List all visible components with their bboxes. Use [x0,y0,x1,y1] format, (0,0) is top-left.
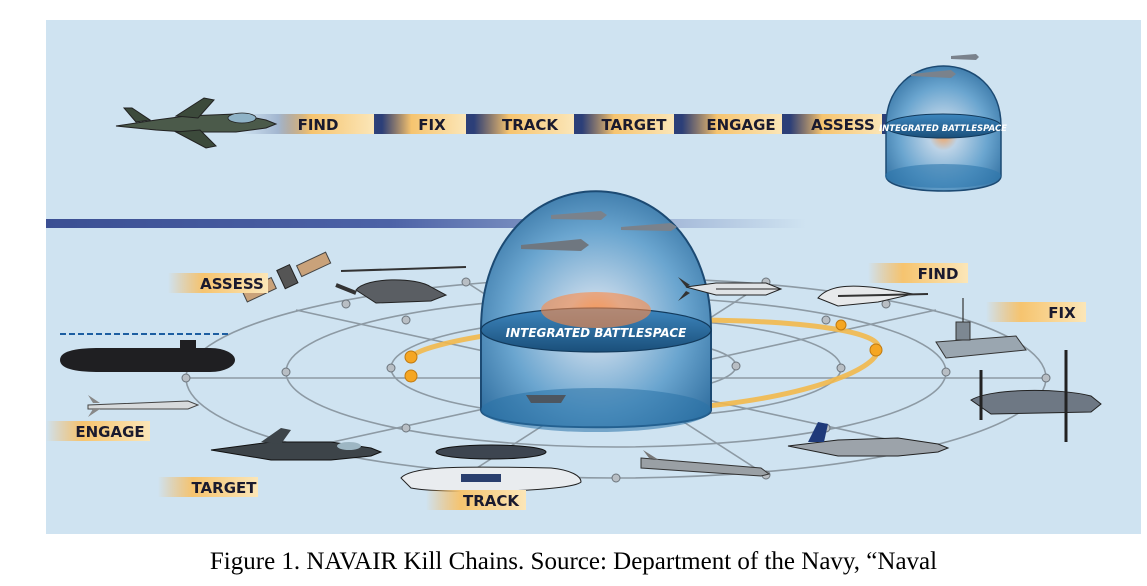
kill-chain-diagram: FIND FIX TRACK TARGET ENGAGE ASSESS [46,20,1141,534]
dome-fighter-icon-1 [551,211,607,220]
missile-icon-right [640,450,771,477]
helicopter-icon [335,266,467,304]
label-target: TARGET [158,477,258,497]
tiltrotor-icon [970,350,1102,442]
label-track: TRACK [426,490,526,510]
top-chain-step-4: TARGET [582,114,674,134]
label-target-text: TARGET [191,479,257,497]
top-chain-step-5: ENGAGE [682,114,782,134]
label-engage: ENGAGE [46,421,150,441]
top-kill-chain: FIND FIX TRACK TARGET ENGAGE ASSESS [241,114,921,134]
top-chain-step-3-label: TRACK [502,116,559,134]
aircraft-carrier-icon [935,298,1027,359]
top-chain-step-2: FIX [382,114,466,134]
dome-ship-icon [526,395,566,403]
top-chain-step-6: ASSESS [790,114,882,134]
global-hawk-icon [817,285,929,307]
mid-band [46,219,806,228]
small-dome-jet-icon [911,70,956,78]
submarine-icon [60,333,235,372]
label-engage-text: ENGAGE [75,423,144,441]
top-chain-step-1-label: FIND [298,116,339,134]
top-chain-step-3: TRACK [474,114,574,134]
missile-icon-left [87,395,200,417]
label-find: FIND [868,263,968,283]
f18-fighter-icon [787,422,950,457]
label-track-text: TRACK [463,492,520,510]
label-assess: ASSESS [168,273,268,293]
drone-icon [678,277,783,301]
top-chain-step-4-label: TARGET [601,116,667,134]
dome-jet-icon-3 [621,223,677,231]
top-chain-step-6-label: ASSESS [811,116,875,134]
label-find-text: FIND [918,265,959,283]
small-integrated-battlespace-dome: INTEGRATED BATTLESPACE [879,54,1007,192]
dome-fighter-icon-2 [521,239,589,251]
small-dome-plane-icon [951,54,979,60]
f35-fighter-icon [210,428,383,461]
figure-caption: Figure 1. NAVAIR Kill Chains. Source: De… [209,548,938,575]
label-fix-text: FIX [1048,304,1076,322]
label-assess-text: ASSESS [200,275,264,293]
big-integrated-battlespace-dome: INTEGRATED BATTLESPACE [480,190,712,432]
top-chain-step-5-label: ENGAGE [706,116,775,134]
label-fix: FIX [986,302,1086,322]
top-chain-step-2-label: FIX [418,116,446,134]
fighter-jet-icon [115,97,278,149]
small-dome-label: INTEGRATED BATTLESPACE [879,124,1007,134]
big-dome-label: INTEGRATED BATTLESPACE [506,326,687,340]
top-chain-step-1: FIND [278,114,374,134]
